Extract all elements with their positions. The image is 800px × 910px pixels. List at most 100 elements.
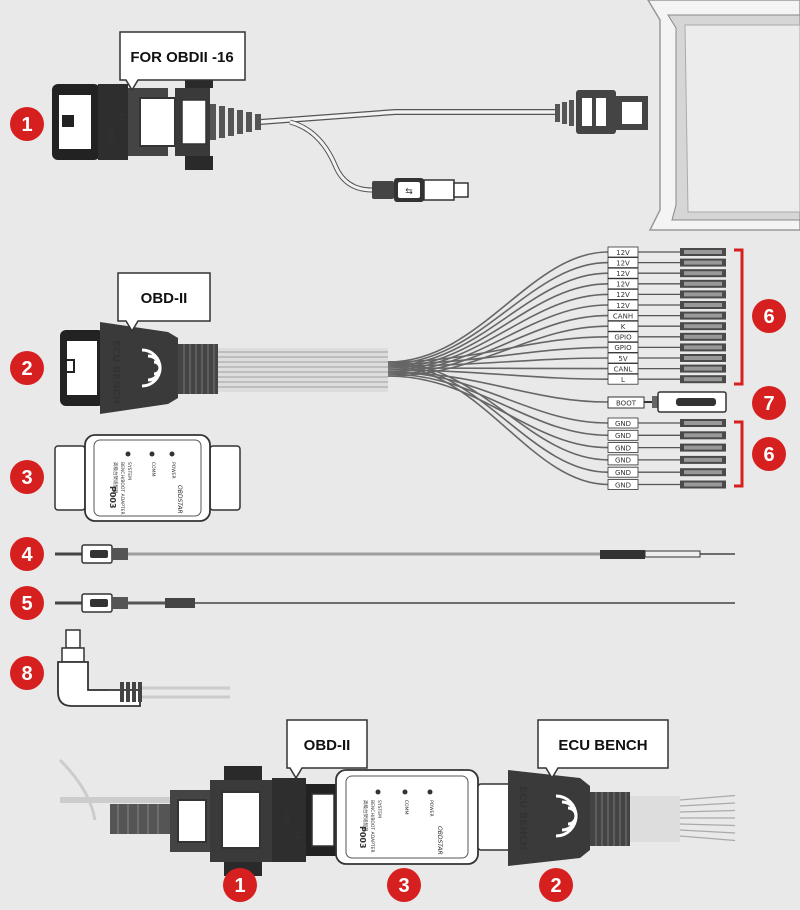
- bottom-adapter-power: POWER: [428, 800, 434, 817]
- pin-12-terminal-detail: [684, 377, 722, 382]
- pin-10-label: 5V: [618, 355, 627, 363]
- pin-9-wire: [387, 346, 609, 365]
- pin-5-label: 12V: [616, 302, 630, 310]
- marker-8: 8: [10, 656, 44, 690]
- obd-side-text: OBD: [106, 128, 115, 146]
- pin-3-terminal-detail: [684, 281, 722, 286]
- gnd-3-label: GND: [615, 457, 631, 465]
- bottom-wire: [679, 794, 736, 801]
- bottom-wire: [679, 835, 736, 842]
- pin-2-label: 12V: [616, 270, 630, 278]
- gnd-1-terminal-detail: [684, 433, 722, 438]
- bracket-group-1: [734, 248, 744, 386]
- pin-9-terminal-detail: [684, 345, 722, 350]
- bottom-obd-pin: 16: [294, 830, 303, 840]
- bottom-wire: [679, 802, 736, 807]
- gnd-0-terminal-detail: [684, 421, 722, 425]
- gnd-1-wire: [387, 373, 609, 437]
- gnd-2-wire: [387, 375, 609, 449]
- svg-text:7: 7: [763, 393, 774, 415]
- adapter-subtitle: 高级台架适配器: [112, 462, 119, 494]
- boot-label: BOOT: [616, 400, 637, 408]
- marker-6b: 6: [752, 437, 786, 471]
- pin-2-wire: [387, 272, 609, 367]
- gnd-3-wire: [387, 361, 609, 461]
- bottom-adapter-model: P003: [358, 826, 367, 849]
- svg-text:4: 4: [21, 544, 33, 566]
- gnd-2-terminal-detail: [684, 445, 722, 450]
- pin-7-terminal-detail: [684, 324, 722, 329]
- bottom-wires: [679, 794, 736, 842]
- callout-obd16: FOR OBDII -16: [119, 31, 246, 92]
- pin-4-label: 12V: [616, 291, 630, 299]
- svg-text:3: 3: [21, 467, 32, 489]
- pin-1-wire: [387, 261, 609, 365]
- pin-11-terminal-detail: [684, 366, 722, 371]
- gnd-5-terminal-detail: [684, 482, 722, 487]
- pin-8-terminal-detail: [684, 334, 722, 339]
- svg-text:1: 1: [234, 875, 245, 897]
- adapter-brand: OBDSTAR: [176, 485, 183, 514]
- ecu-bench-connector-text: ECU BENCH: [110, 340, 121, 404]
- pin-11-label: CANL: [614, 365, 633, 373]
- svg-text:5: 5: [21, 593, 32, 615]
- bottom-wire: [679, 823, 736, 827]
- pin-2-terminal-detail: [684, 271, 722, 276]
- boot-wire-line: [387, 371, 609, 403]
- gnd-4-wire: [387, 363, 609, 473]
- fan-wires: [387, 251, 609, 486]
- bottom-adapter-subtitle: 高级台架适配器: [362, 800, 369, 832]
- adapter-p003: POWER COMM SYSTEM OBDSTAR P003 BENCH/BOO…: [54, 434, 241, 522]
- bottom-ecu-bench-text: ECU BENCH: [517, 786, 528, 850]
- pin-3-label: 12V: [616, 281, 630, 289]
- adapter-system: SYSTEM: [126, 462, 132, 480]
- svg-text:6: 6: [763, 444, 774, 466]
- tablet-edge: [647, 0, 800, 231]
- pin-8-wire: [387, 336, 609, 363]
- marker-bottom-1: 1: [223, 868, 257, 902]
- svg-text:2: 2: [550, 875, 561, 897]
- marker-6a: 6: [752, 299, 786, 333]
- gnd-4-label: GND: [615, 469, 631, 477]
- callout-ecu-bench-text: ECU BENCH: [558, 737, 647, 754]
- bottom-adapter-title: BENCH/BOOT ADAPTER: [369, 800, 375, 853]
- pin-0-wire: [387, 251, 609, 363]
- marker-1: 1: [10, 107, 44, 141]
- pin-9-label: GPIO: [614, 344, 632, 352]
- pin-6-terminal-detail: [684, 313, 722, 318]
- callout-obd2-bottom: OBD-II: [286, 719, 368, 780]
- boot-wire: BOOT: [607, 391, 727, 413]
- bottom-wire: [679, 829, 736, 834]
- bottom-adapter-system: SYSTEM: [376, 800, 382, 818]
- bottom-assembly: OBD 16 POWER COMM SYSTEM OBDSTAR P003 BE…: [58, 758, 736, 876]
- ecu-bench-cable: ECU BENCH: [60, 251, 609, 486]
- obd16-cable: ⇆ OBD 16: [52, 74, 648, 202]
- gnd-0-label: GND: [615, 420, 631, 428]
- pin-3-wire: [387, 283, 609, 369]
- marker-2: 2: [10, 351, 44, 385]
- gnd-3-terminal-detail: [684, 457, 722, 462]
- callout-obd16-text: FOR OBDII -16: [130, 49, 233, 66]
- adapter-title: BENCH/BOOT ADAPTER: [119, 462, 125, 515]
- gnd-4-terminal-detail: [684, 470, 722, 475]
- gnd-5-label: GND: [615, 481, 631, 489]
- marker-7: 7: [752, 386, 786, 420]
- pin-12-label: L: [621, 376, 625, 384]
- probe-5: [55, 593, 735, 613]
- pin-4-terminal-detail: [684, 292, 722, 297]
- gnd-0-wire: [387, 371, 609, 424]
- pin-10-terminal-detail: [684, 356, 722, 360]
- bottom-adapter-brand: OBDSTAR: [436, 826, 443, 855]
- svg-text:6: 6: [763, 306, 774, 328]
- adapter-comm: COMM: [150, 462, 156, 477]
- pin-1-terminal-detail: [684, 260, 722, 265]
- pin-7-label: K: [621, 323, 626, 331]
- callout-obd2-top: OBD-II: [117, 272, 211, 333]
- obd-pin-text: 16: [118, 112, 127, 122]
- adapter-model: P003: [108, 486, 117, 509]
- svg-text:⇆: ⇆: [405, 187, 413, 197]
- marker-bottom-2: 2: [539, 868, 573, 902]
